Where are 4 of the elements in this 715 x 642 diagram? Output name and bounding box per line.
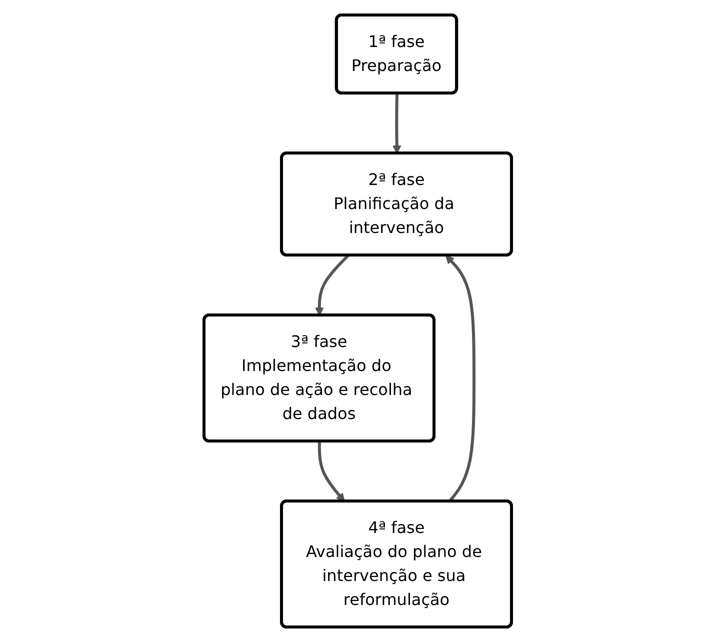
arrow <box>445 255 476 502</box>
arrow <box>318 441 345 502</box>
arrow <box>314 254 350 316</box>
arrow <box>392 93 402 154</box>
